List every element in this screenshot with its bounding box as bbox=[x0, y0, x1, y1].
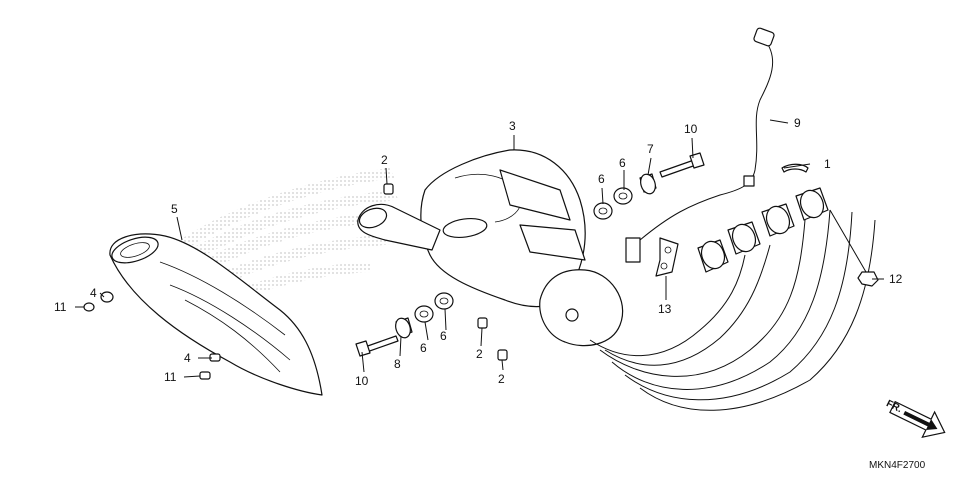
collar-7 bbox=[639, 173, 657, 195]
callouts: 1 2 2 2 3 4 4 5 6 6 6 6 7 8 9 10 10 11 1… bbox=[54, 116, 903, 388]
washer-4-a bbox=[100, 291, 114, 303]
callout-6-b: 6 bbox=[619, 156, 626, 170]
callout-1: 1 bbox=[824, 157, 831, 171]
bolt-10-upper bbox=[659, 152, 705, 178]
rubber-6-c bbox=[414, 305, 434, 323]
callout-9: 9 bbox=[794, 116, 801, 130]
pipe-flange-4 bbox=[795, 187, 829, 221]
drawing-code: MKN4F2700 bbox=[869, 460, 926, 471]
bolt-11-b bbox=[199, 371, 211, 380]
callout-13: 13 bbox=[658, 302, 672, 316]
exhaust-chamber bbox=[357, 149, 586, 308]
callout-4-a: 4 bbox=[90, 286, 97, 300]
clip-2-a bbox=[383, 183, 394, 195]
bracket-13 bbox=[655, 237, 679, 277]
leader-lines bbox=[75, 119, 884, 378]
muffler bbox=[109, 233, 323, 396]
callout-8: 8 bbox=[394, 357, 401, 371]
bolt-10-lower bbox=[355, 335, 399, 357]
callout-2-a: 2 bbox=[381, 153, 388, 167]
callout-11-a: 11 bbox=[54, 300, 67, 314]
pipe-flange-2 bbox=[727, 221, 761, 255]
callout-11-b: 11 bbox=[164, 370, 177, 384]
rubber-6-b bbox=[613, 187, 633, 205]
rubber-6-a bbox=[593, 202, 613, 220]
callout-5: 5 bbox=[171, 202, 178, 216]
pipe-flange-3 bbox=[761, 203, 795, 237]
pipe-flange-1 bbox=[697, 239, 729, 273]
header-pipes bbox=[539, 187, 876, 411]
callout-10-b: 10 bbox=[355, 374, 369, 388]
bolt-11-a bbox=[83, 302, 95, 312]
clip-2-b bbox=[477, 317, 488, 329]
callout-2-b: 2 bbox=[476, 347, 483, 361]
callout-3: 3 bbox=[509, 119, 516, 133]
callout-7: 7 bbox=[647, 142, 654, 156]
front-direction-arrow bbox=[889, 400, 946, 438]
o2-sensor bbox=[625, 27, 775, 263]
rubber-6-d bbox=[434, 292, 454, 310]
clip-2-c bbox=[497, 349, 508, 361]
nut-12 bbox=[857, 271, 879, 287]
gasket-1 bbox=[781, 163, 809, 173]
callout-12: 12 bbox=[889, 272, 903, 286]
callout-6-c: 6 bbox=[420, 341, 427, 355]
callout-6-a: 6 bbox=[598, 172, 605, 186]
callout-10-a: 10 bbox=[684, 122, 698, 136]
collar-8 bbox=[395, 317, 413, 339]
callout-4-b: 4 bbox=[184, 351, 191, 365]
callout-2-c: 2 bbox=[498, 372, 505, 386]
callout-6-d: 6 bbox=[440, 329, 447, 343]
